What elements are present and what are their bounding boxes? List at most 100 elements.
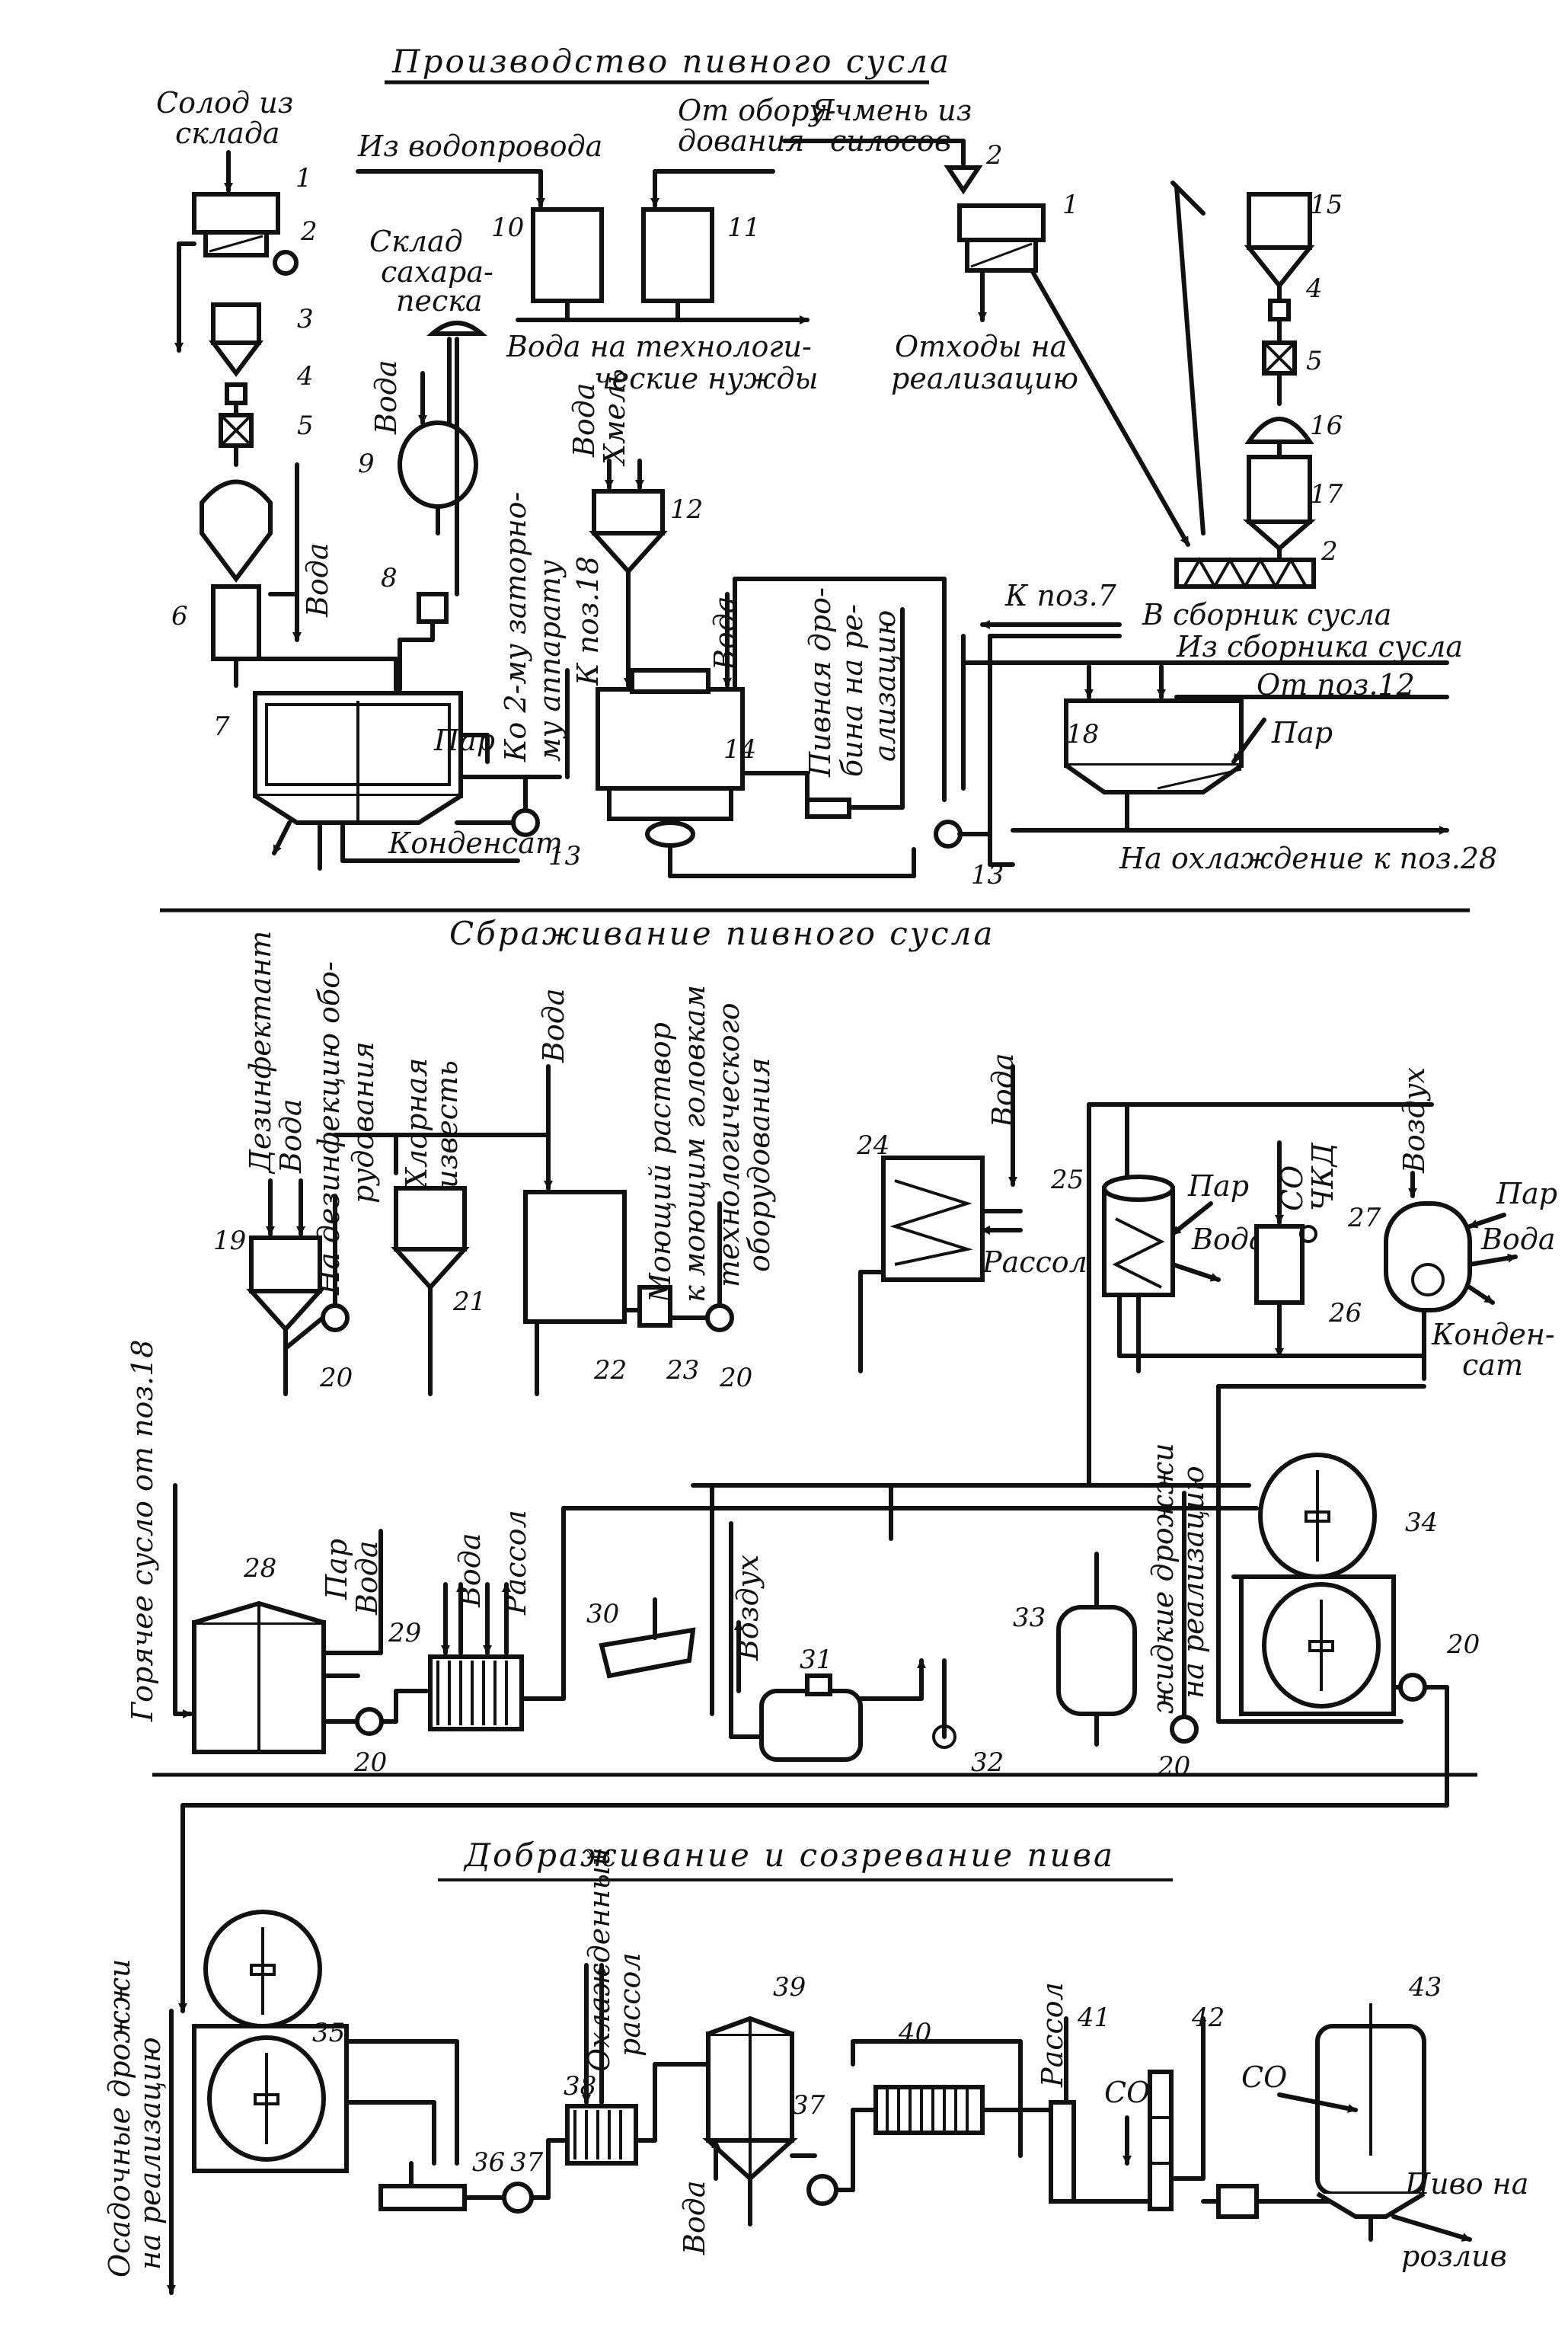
svg-text:38: 38 (564, 2071, 596, 2102)
svg-text:Пар: Пар (1496, 1177, 1557, 1210)
svg-text:Воздух: Воздух (1397, 1067, 1431, 1174)
sight-glass-42 (1148, 2070, 1174, 2211)
section-title-mature: Дображивание и созревание пива (463, 1837, 1115, 1874)
svg-text:Ячмень из: Ячмень из (810, 94, 972, 127)
svg-text:Отходы на: Отходы на (895, 330, 1067, 363)
svg-text:технологического: технологического (712, 1002, 746, 1287)
svg-text:43: 43 (1408, 1972, 1442, 2003)
svg-text:К поз.7: К поз.7 (1004, 579, 1117, 612)
section-wort-production: Производство пивного сусла Солод из скла… (156, 43, 1497, 890)
svg-text:21: 21 (452, 1287, 486, 1317)
svg-text:Вода: Вода (274, 1098, 308, 1174)
section-title-ferment: Сбраживание пивного сусла (449, 915, 995, 952)
svg-text:сат: сат (1462, 1348, 1523, 1382)
svg-text:на реализацию: на реализацию (1177, 1466, 1210, 1699)
svg-text:Вода: Вода (678, 2180, 711, 2255)
svg-text:ализацию: ализацию (868, 610, 902, 762)
svg-text:Конден-: Конден- (1431, 1318, 1555, 1351)
svg-text:ЧКД: ЧКД (1306, 1142, 1340, 1211)
svg-text:Пар: Пар (433, 724, 495, 757)
section-maturation: Дображивание и созревание пива Осадочные… (103, 1803, 1528, 2295)
svg-text:Вода: Вода (1191, 1223, 1266, 1256)
svg-text:CO: CO (1241, 2060, 1287, 2094)
svg-text:рудования: рудования (346, 1041, 380, 1204)
separator-1-base (203, 230, 269, 257)
svg-text:42: 42 (1191, 2003, 1225, 2033)
hopper-15 (1247, 192, 1312, 250)
pump-box (1216, 2184, 1259, 2219)
svg-text:жидкие дрожжи: жидкие дрожжи (1146, 1443, 1180, 1714)
yeast-tank-27 (1384, 1201, 1472, 1312)
svg-text:Склад: Склад (369, 225, 463, 258)
svg-text:20: 20 (719, 1363, 752, 1393)
plate-cooler-38 (565, 2104, 638, 2166)
hopper-17 (1247, 455, 1312, 524)
section-title-wort: Производство пивного сусла (391, 43, 951, 80)
compressor-31 (759, 1689, 863, 1762)
pump-13-right (934, 820, 963, 849)
filter-23 (637, 1285, 672, 1328)
svg-text:23: 23 (666, 1355, 699, 1386)
svg-text:14: 14 (723, 734, 756, 765)
co2-tank-26 (1254, 1224, 1305, 1305)
svg-text:2: 2 (300, 216, 318, 247)
svg-text:1: 1 (1062, 190, 1079, 220)
pump-20-fermenter (1398, 1673, 1427, 1702)
svg-text:20: 20 (1157, 1751, 1190, 1782)
label-malt-1: Солод из (156, 86, 293, 120)
screw-conveyor-2 (1174, 558, 1316, 589)
svg-text:Хмель: Хмель (598, 369, 631, 467)
svg-text:20: 20 (353, 1747, 387, 1778)
svg-text:Рассол: Рассол (499, 1510, 532, 1616)
wort-kettle-14 (596, 687, 745, 791)
pump-13-left (511, 808, 540, 837)
svg-text:Пар: Пар (1271, 716, 1333, 750)
svg-text:песка: песка (396, 284, 483, 318)
svg-text:34: 34 (1405, 1507, 1438, 1538)
svg-text:31: 31 (800, 1645, 832, 1675)
pump-20-yeast (1170, 1715, 1199, 1744)
svg-text:36: 36 (472, 2147, 505, 2178)
svg-text:8: 8 (381, 563, 398, 593)
svg-text:5: 5 (1306, 346, 1323, 376)
svg-text:На дезинфекцию обо-: На дезинфекцию обо- (312, 961, 346, 1296)
svg-text:1: 1 (295, 163, 312, 193)
svg-text:19: 19 (213, 1226, 246, 1256)
svg-text:22: 22 (593, 1355, 627, 1386)
svg-text:2: 2 (1321, 536, 1338, 567)
pump-20-disinfect (321, 1303, 350, 1332)
water-tank-10 (531, 207, 604, 303)
malt-hopper (200, 479, 273, 583)
svg-text:оборудования: оборудования (742, 1057, 776, 1272)
carbonator-41 (1049, 2100, 1076, 2204)
filter-press-40 (873, 2085, 985, 2135)
hopper-3 (211, 302, 261, 345)
filter-32 (932, 1725, 956, 1749)
svg-text:Хлорная: Хлорная (400, 1058, 433, 1191)
svg-text:рассол: рассол (613, 1952, 647, 2057)
svg-text:Вода: Вода (537, 988, 570, 1063)
brine-tank-24 (881, 1156, 985, 1282)
svg-text:розлив: розлив (1401, 2239, 1507, 2273)
svg-text:Пар: Пар (1187, 1169, 1249, 1203)
svg-text:Дезинфектант: Дезинфектант (244, 931, 277, 1175)
svg-text:10: 10 (491, 213, 524, 243)
svg-text:Рассол: Рассол (982, 1245, 1087, 1279)
wash-tank-22 (523, 1190, 627, 1324)
svg-text:Из сборника сусла: Из сборника сусла (1176, 630, 1463, 663)
svg-text:17: 17 (1310, 479, 1343, 510)
svg-text:Пивная дро-: Пивная дро- (803, 587, 837, 778)
mill-6 (211, 584, 261, 661)
svg-text:25: 25 (1050, 1165, 1084, 1195)
svg-text:33: 33 (1013, 1603, 1046, 1633)
svg-text:15: 15 (1310, 190, 1343, 220)
svg-text:Ко 2-му заторно-: Ко 2-му заторно- (499, 492, 532, 762)
svg-text:2: 2 (985, 140, 1003, 171)
svg-text:7: 7 (213, 711, 230, 742)
section-fermentation: Сбраживание пивного сусла Дезинфектант В… (126, 915, 1557, 1808)
pump-37-right (806, 2174, 838, 2206)
svg-text:5: 5 (297, 411, 314, 441)
sugar-pile (426, 321, 487, 336)
svg-text:От обору-: От обору- (678, 94, 835, 127)
